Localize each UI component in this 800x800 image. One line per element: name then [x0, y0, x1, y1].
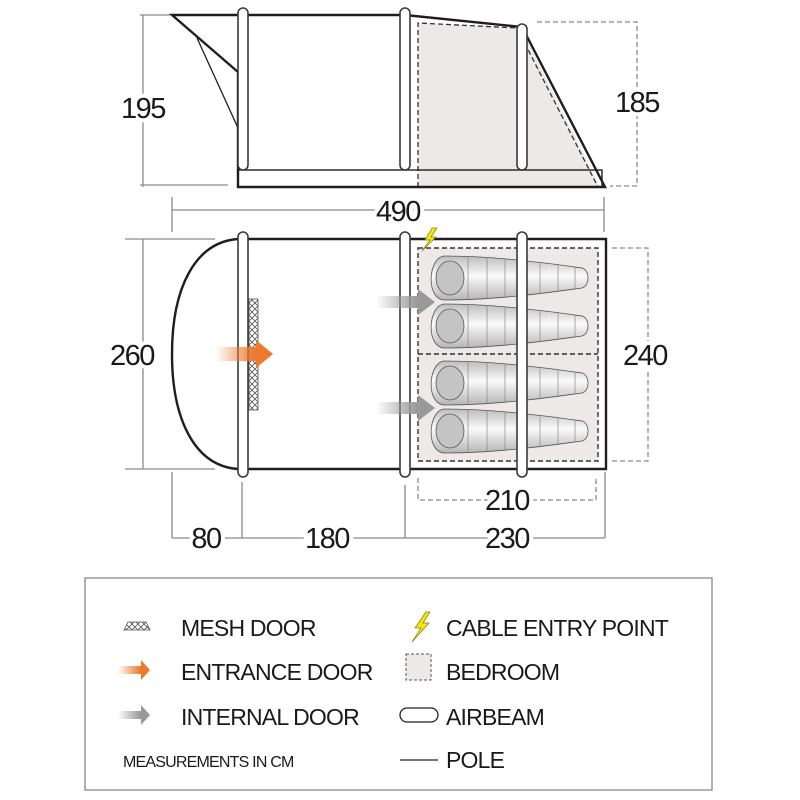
sleeping-bag — [430, 255, 589, 301]
mesh-door-icon — [123, 621, 151, 631]
dim-260: 260 — [110, 340, 154, 372]
side-guy-line — [196, 37, 239, 129]
sleeping-bag-head — [435, 308, 465, 344]
sleeping-bag-body — [430, 255, 589, 301]
airbeam-icon — [399, 707, 439, 723]
sleeping-bag-head — [435, 260, 465, 296]
side-airbeam-3 — [516, 23, 528, 171]
bedroom-outline — [417, 247, 599, 462]
legend-measurements: MEASUREMENTS IN CM — [123, 754, 294, 771]
internal-door-icon — [118, 705, 150, 725]
side-airbeam-1 — [237, 7, 249, 171]
side-view: 195 185 490 — [117, 7, 665, 232]
dim-185-lines — [537, 21, 638, 187]
side-bedroom-outline — [417, 22, 599, 188]
dim-80: 80 — [191, 523, 221, 555]
sleeping-bag — [430, 303, 589, 349]
sleeping-bag-body — [430, 360, 589, 406]
dim-260-lines — [125, 238, 215, 470]
sleeping-bag-head — [435, 413, 465, 449]
legend-mesh-door: MESH DOOR — [181, 615, 316, 641]
airbeam-3 — [516, 231, 528, 478]
dim-230: 230 — [485, 523, 529, 555]
dim-195: 195 — [121, 93, 165, 125]
dim-210-lines — [417, 478, 597, 501]
floor-outline — [170, 237, 608, 471]
legend-airbeam: AIRBEAM — [446, 704, 544, 730]
cable-entry-legend-icon — [411, 611, 431, 643]
side-bedroom-fill — [418, 23, 600, 187]
internal-door-arrow-2 — [376, 395, 435, 421]
dim-bottom-lines — [171, 472, 606, 539]
floor-plan: 260 240 210 80 180 230 — [106, 227, 673, 559]
dim-185: 185 — [615, 87, 659, 119]
sleeping-bag-body — [430, 408, 589, 454]
dim-180: 180 — [305, 523, 349, 555]
airbeam-2 — [399, 231, 411, 478]
legend-cable-entry: CABLE ENTRY POINT — [446, 615, 669, 641]
dim-490-lines — [171, 197, 605, 232]
legend-box — [84, 577, 713, 791]
dim-240-lines — [612, 247, 649, 462]
internal-door-arrow-1 — [376, 289, 435, 315]
entrance-door-arrow — [216, 340, 273, 368]
side-airbeam-2 — [399, 7, 411, 171]
cable-entry-icon — [421, 227, 438, 252]
bedroom-icon — [405, 653, 432, 681]
legend-entrance-door: ENTRANCE DOOR — [181, 659, 373, 685]
sleeping-bag-head — [435, 365, 465, 401]
sleeping-bag — [430, 408, 589, 454]
side-groundsheet — [237, 169, 603, 188]
legend-internal-door: INTERNAL DOOR — [181, 704, 359, 730]
sleeping-bag-body — [430, 303, 589, 349]
legend-pole: POLE — [446, 747, 505, 773]
dim-195-lines — [140, 14, 228, 187]
dim-240: 240 — [623, 340, 667, 372]
legend-bedroom: BEDROOM — [446, 659, 559, 685]
dim-490: 490 — [376, 196, 420, 228]
dim-210: 210 — [485, 485, 529, 517]
legend: MESH DOOR ENTRANCE DOOR INTERNAL DOOR ME… — [84, 577, 713, 791]
entrance-door-icon — [118, 660, 150, 680]
